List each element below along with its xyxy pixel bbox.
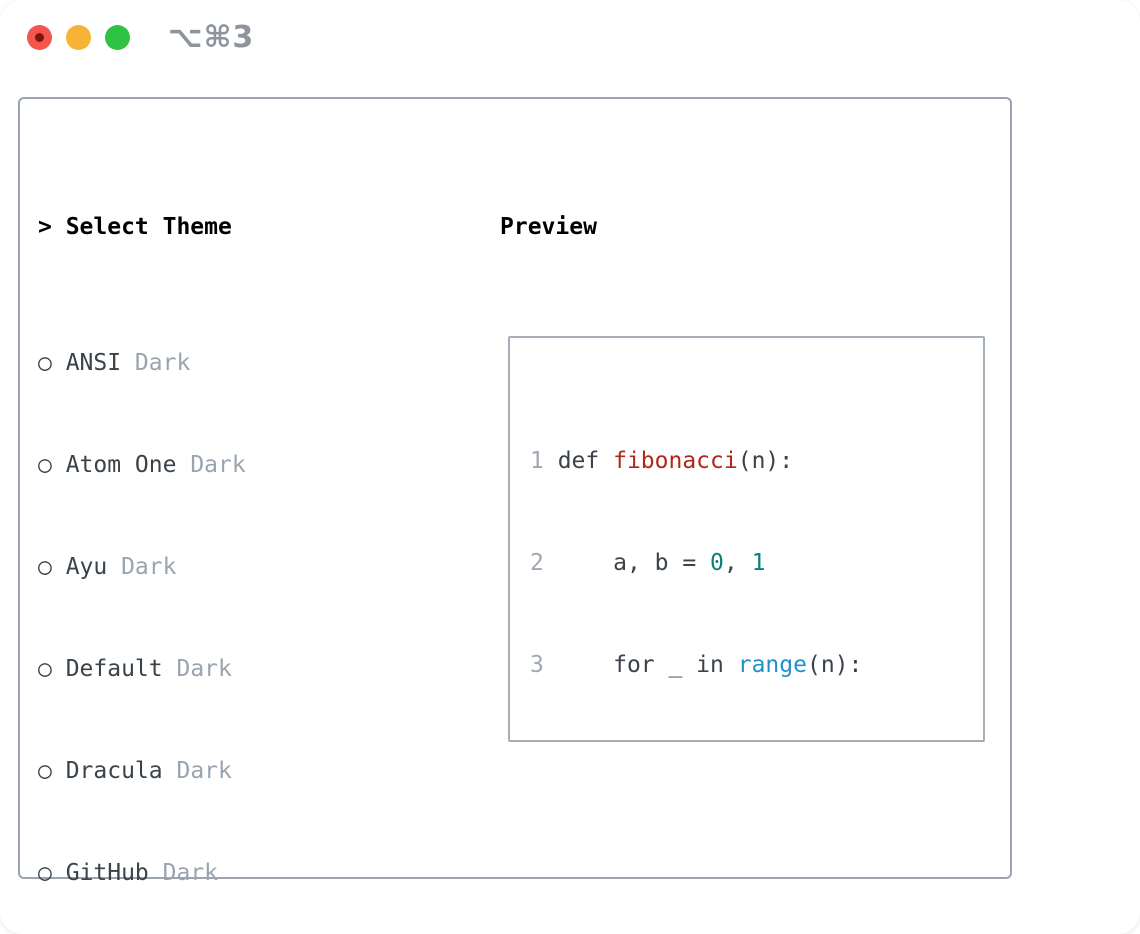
code-preview-box: 1 def fibonacci(n): 2 a, b = 0, 1 3 for … — [508, 336, 985, 742]
code-line: 2 a, b = 0, 1 — [530, 550, 766, 576]
radio-circle-icon: ○ — [38, 656, 52, 682]
radio-circle-icon: ○ — [38, 860, 52, 886]
list-title: Select Theme — [65, 214, 232, 240]
zoom-button-icon[interactable] — [105, 25, 130, 50]
radio-circle-icon: ○ — [38, 758, 52, 784]
radio-circle-icon: ○ — [38, 554, 52, 580]
close-button-icon[interactable] — [27, 25, 52, 50]
code-line: 1 def fibonacci(n): — [530, 448, 794, 474]
code-line: 3 for _ in range(n): — [530, 652, 863, 678]
radio-circle-icon: ○ — [38, 452, 52, 478]
select-theme-header: > Select Theme — [38, 210, 426, 244]
prompt-caret-icon: > — [38, 214, 52, 240]
preview-title: Preview — [500, 214, 597, 240]
preview-section: Preview 1 def fibonacci(n): 2 a, b = 0, … — [500, 142, 985, 810]
minimize-button-icon[interactable] — [66, 25, 91, 50]
radio-circle-icon: ○ — [38, 350, 52, 376]
keyboard-shortcut-label: ⌥⌘3 — [168, 20, 255, 55]
